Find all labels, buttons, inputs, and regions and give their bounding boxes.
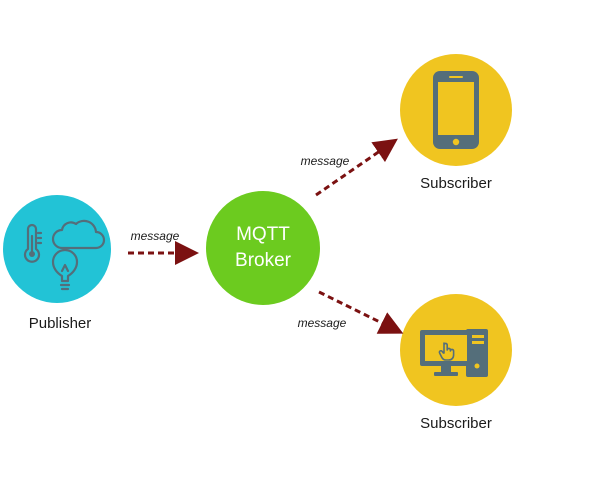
edge-broker-to-desktop: message — [298, 290, 404, 334]
arrow-broker-to-desktop — [318, 290, 404, 334]
edge-label-broker-to-phone: message — [301, 154, 350, 168]
subscriber-desktop-label: Subscriber — [420, 415, 492, 432]
broker-title-line2: Broker — [235, 250, 292, 271]
subscriber-desktop-node: Subscriber — [400, 294, 512, 432]
edge-broker-to-phone: message — [301, 138, 398, 197]
subscriber-phone-node: Subscriber — [400, 54, 512, 192]
smartphone-icon — [433, 71, 479, 149]
lightbulb-icon — [51, 248, 79, 291]
desktop-computer-icon — [420, 329, 488, 377]
publisher-label: Publisher — [29, 315, 92, 332]
broker-title-line1: MQTT — [236, 224, 290, 245]
publisher-node: Publisher — [3, 195, 111, 332]
edge-label-broker-to-desktop: message — [298, 316, 347, 330]
thermometer-icon — [23, 223, 43, 263]
broker-circle — [206, 191, 320, 305]
arrow-broker-to-phone — [315, 138, 398, 197]
edge-publisher-to-broker: message — [128, 229, 199, 265]
publisher-circle — [3, 195, 111, 303]
broker-node: MQTT Broker — [206, 191, 320, 305]
cloud-icon — [51, 219, 106, 250]
subscriber-phone-label: Subscriber — [420, 175, 492, 192]
edge-label-publisher-to-broker: message — [131, 229, 180, 243]
